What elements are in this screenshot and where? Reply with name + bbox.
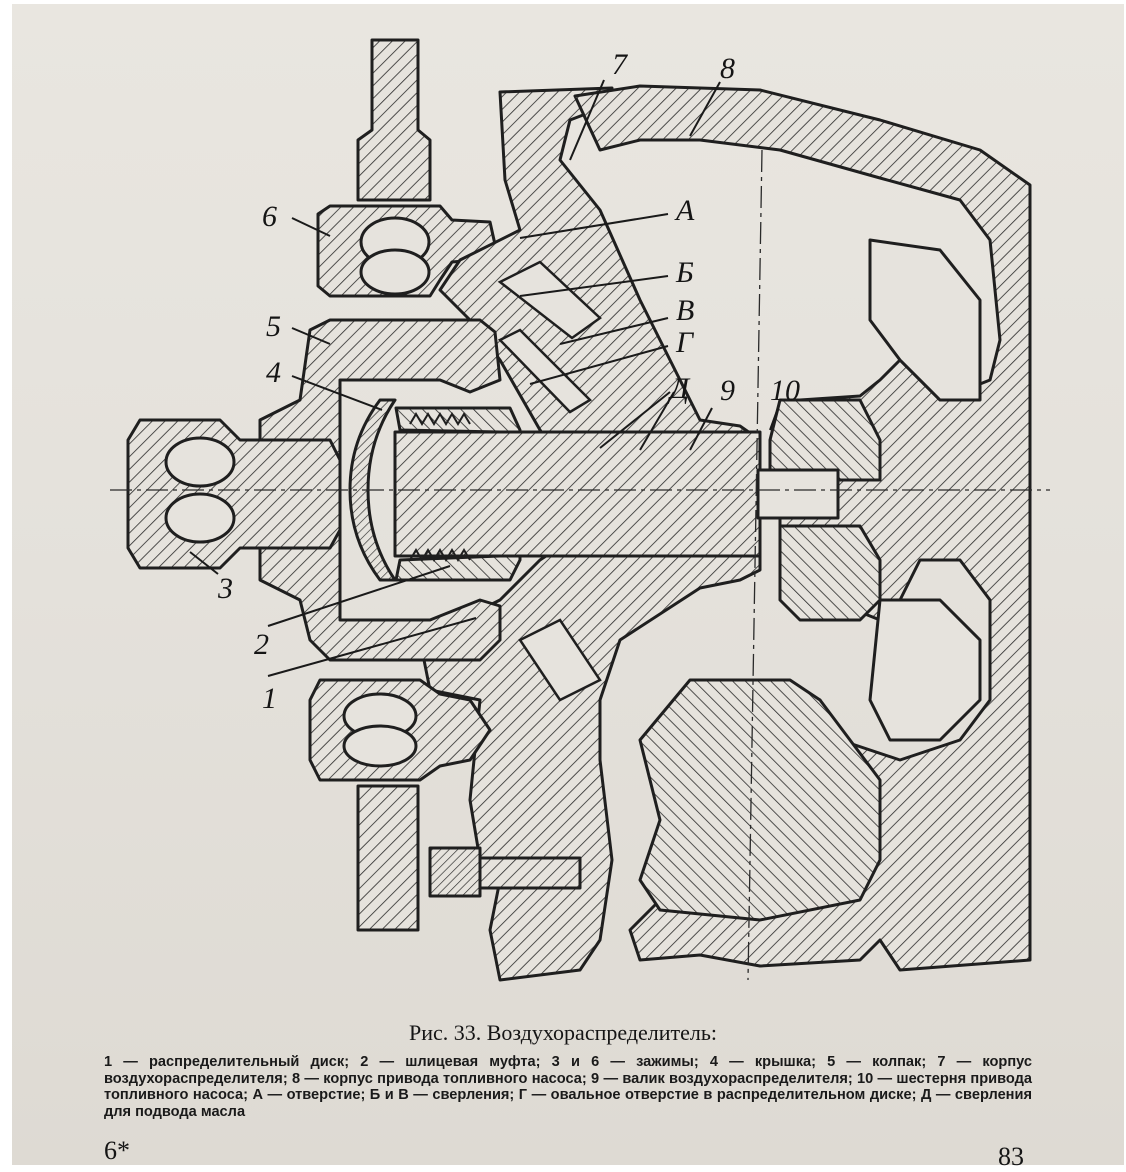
lower-pipe <box>356 784 420 932</box>
cap-5 <box>258 318 502 662</box>
label-9: 9 <box>720 374 735 407</box>
left-clamp-3 <box>126 418 342 570</box>
label-6: 6 <box>262 200 277 233</box>
cross-section-diagram: 6 7 8 А Б В Г Д 9 10 5 4 3 2 1 <box>110 38 1050 982</box>
label-5: 5 <box>266 310 281 343</box>
upper-pipe <box>356 38 432 202</box>
signature-mark: 6* <box>104 1136 130 1165</box>
label-B: Б <box>675 256 694 289</box>
page-number: 83 <box>998 1142 1024 1171</box>
shaft-9 <box>393 430 762 558</box>
label-2: 2 <box>254 628 269 661</box>
label-8: 8 <box>720 52 735 85</box>
pump-gear-section <box>638 678 882 922</box>
figure-caption-legend: 1 — распределительный диск; 2 — шлицевая… <box>104 1054 1032 1120</box>
gear-10 <box>768 398 882 482</box>
label-10: 10 <box>770 374 800 407</box>
label-V: В <box>676 294 694 327</box>
label-D: Д <box>667 372 691 405</box>
label-7: 7 <box>612 48 629 81</box>
label-1: 1 <box>262 682 277 715</box>
figure-caption-title: Рис. 33. Воздухораспределитель: <box>408 1020 718 1045</box>
bottom-bolt <box>428 846 482 898</box>
label-G: Г <box>675 326 695 359</box>
label-A: А <box>674 194 695 227</box>
label-4: 4 <box>266 356 281 389</box>
label-3: 3 <box>217 572 233 605</box>
